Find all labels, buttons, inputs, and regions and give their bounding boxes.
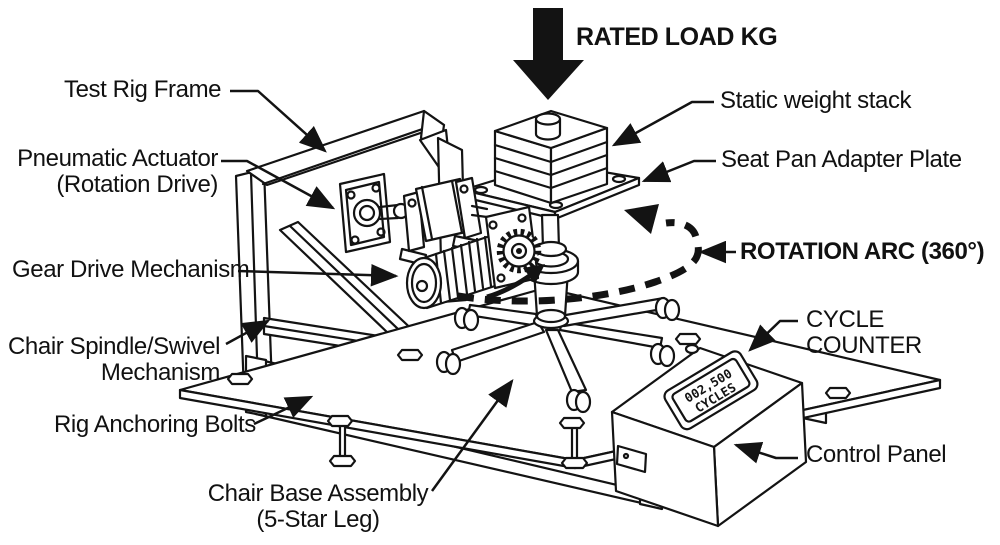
control-panel-box: 002,500 CYCLES: [610, 343, 808, 528]
leader-pneumatic-actuator: [221, 159, 336, 210]
chair-base-assembly: [435, 296, 681, 414]
label-chair-base-line2: (5-Star Leg): [256, 506, 380, 534]
label-cycle-counter-line1: CYCLE: [806, 306, 885, 333]
leader-chair-base: [430, 378, 514, 492]
caster-wheels: [435, 296, 681, 414]
leader-lines: [221, 89, 798, 492]
leader-rig-anchoring: [253, 395, 314, 426]
label-rig-anchoring: Rig Anchoring Bolts: [54, 411, 256, 438]
label-chair-base-line1: Chair Base Assembly: [207, 480, 429, 507]
leader-gear-drive: [237, 263, 399, 287]
label-cycle-counter-line2: COUNTER: [806, 332, 922, 360]
leader-static-weight: [611, 100, 714, 147]
static-weight-stack: [493, 109, 609, 205]
label-static-weight: Static weight stack: [720, 87, 912, 114]
label-chair-spindle-line2: Mechanism: [100, 359, 221, 387]
pneumatic-actuator-assembly: [338, 172, 489, 267]
leader-control-panel: [733, 442, 798, 464]
leader-seat-pan: [641, 159, 716, 183]
label-chair-spindle-line1: Chair Spindle/Swivel: [8, 333, 221, 360]
label-gear-drive: Gear Drive Mechanism: [12, 256, 250, 283]
leader-cycle-counter: [748, 319, 798, 352]
label-rated-load: RATED LOAD KG: [576, 23, 778, 51]
label-chair-spindle: Chair Spindle/Swivel Mechanism: [8, 333, 221, 387]
rotation-arc-drawing: [457, 204, 702, 305]
label-pneumatic-actuator-line1: Pneumatic Actuator: [17, 145, 218, 172]
label-seat-pan: Seat Pan Adapter Plate: [721, 146, 962, 173]
leader-chair-spindle: [225, 319, 271, 346]
label-cycle-counter: CYCLE COUNTER: [806, 306, 922, 360]
label-pneumatic-actuator-line2: (Rotation Drive): [56, 171, 218, 199]
label-chair-base: Chair Base Assembly (5-Star Leg): [200, 480, 436, 534]
label-rotation-arc: ROTATION ARC (360°): [740, 238, 985, 265]
anchoring-bolts: [226, 332, 852, 470]
label-control-panel: Control Panel: [806, 441, 947, 468]
leader-test-rig-frame: [230, 89, 327, 153]
chair-spindle-swivel: [522, 213, 580, 324]
label-test-rig-frame: Test Rig Frame: [64, 76, 222, 103]
rated-load-arrow: [513, 8, 584, 100]
label-pneumatic-actuator: Pneumatic Actuator (Rotation Drive): [10, 145, 218, 199]
